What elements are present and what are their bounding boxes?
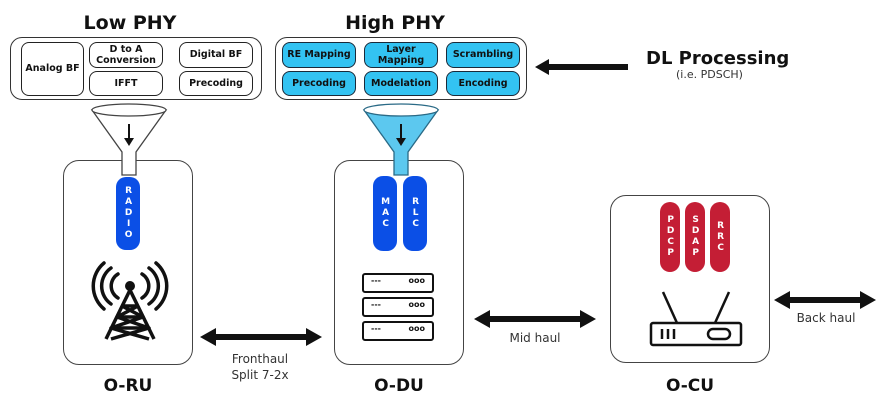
fronthaul-label-line2: Split 7-2x bbox=[231, 367, 289, 382]
dl-arrow-left-icon bbox=[535, 59, 628, 75]
server-unit-lights: ooo bbox=[408, 300, 426, 309]
layer-mac: MAC bbox=[373, 176, 397, 251]
server-unit: --- ooo bbox=[362, 297, 434, 317]
low-phy-d-to-a: D to A Conversion bbox=[89, 42, 163, 68]
low-phy-title: Low PHY bbox=[83, 12, 177, 34]
high-phy-re-mapping: RE Mapping bbox=[282, 42, 356, 68]
fronthaul-label-line1: Fronthaul bbox=[231, 352, 289, 366]
layer-mac-label: MAC bbox=[380, 197, 391, 230]
router-icon bbox=[649, 291, 743, 347]
dl-processing-subtitle: (i.e. PDSCH) bbox=[676, 68, 743, 81]
layer-sdap-label: SDAP bbox=[690, 215, 701, 259]
layer-pdcp-label: PDCP bbox=[665, 215, 676, 259]
midhaul-double-arrow-icon bbox=[474, 310, 596, 328]
odu-label: O-DU bbox=[374, 376, 424, 396]
high-phy-encoding: Encoding bbox=[446, 71, 520, 96]
high-phy-group: RE Mapping Layer Mapping Scrambling Prec… bbox=[275, 37, 527, 100]
midhaul-label: Mid haul bbox=[509, 331, 561, 345]
oru-label: O-RU bbox=[103, 376, 153, 396]
backhaul-double-arrow-icon bbox=[774, 291, 876, 309]
funnel-icon-odu bbox=[362, 103, 440, 176]
high-phy-layer-mapping: Layer Mapping bbox=[364, 42, 438, 68]
dl-processing-title: DL Processing bbox=[646, 48, 790, 69]
layer-radio-label: RADIO bbox=[123, 186, 134, 241]
server-unit-lights: ooo bbox=[408, 324, 426, 333]
ocu-label: O-CU bbox=[665, 376, 715, 396]
high-phy-precoding: Precoding bbox=[282, 71, 356, 96]
low-phy-ifft: IFFT bbox=[89, 71, 163, 96]
layer-radio: RADIO bbox=[116, 177, 140, 250]
layer-rlc-label: RLC bbox=[410, 197, 421, 230]
layer-rlc: RLC bbox=[403, 176, 427, 251]
low-phy-group: Analog BF D to A Conversion Digital BF I… bbox=[10, 37, 262, 100]
layer-pdcp: PDCP bbox=[660, 202, 680, 272]
odu-box bbox=[334, 160, 464, 365]
server-rack-icon: --- ooo --- ooo --- ooo bbox=[362, 273, 434, 343]
high-phy-modelation: Modelation bbox=[364, 71, 438, 96]
layer-sdap: SDAP bbox=[685, 202, 705, 272]
server-unit: --- ooo bbox=[362, 273, 434, 293]
funnel-icon-oru bbox=[90, 103, 168, 176]
fronthaul-label: Fronthaul Split 7-2x bbox=[210, 352, 310, 383]
high-phy-title: High PHY bbox=[345, 12, 445, 34]
server-unit-lights: ooo bbox=[408, 276, 426, 285]
high-phy-scrambling: Scrambling bbox=[446, 42, 520, 68]
low-phy-digital-bf: Digital BF bbox=[179, 42, 253, 68]
layer-rrc-label: RRC bbox=[715, 220, 726, 254]
server-unit-dashes: --- bbox=[371, 276, 381, 285]
low-phy-precoding: Precoding bbox=[179, 71, 253, 96]
server-unit: --- ooo bbox=[362, 321, 434, 341]
server-unit-dashes: --- bbox=[371, 300, 381, 309]
low-phy-analog-bf: Analog BF bbox=[21, 42, 84, 96]
cell-tower-icon bbox=[91, 261, 169, 341]
fronthaul-double-arrow-icon bbox=[200, 328, 322, 346]
layer-rrc: RRC bbox=[710, 202, 730, 272]
server-unit-dashes: --- bbox=[371, 324, 381, 333]
backhaul-label: Back haul bbox=[796, 311, 856, 325]
